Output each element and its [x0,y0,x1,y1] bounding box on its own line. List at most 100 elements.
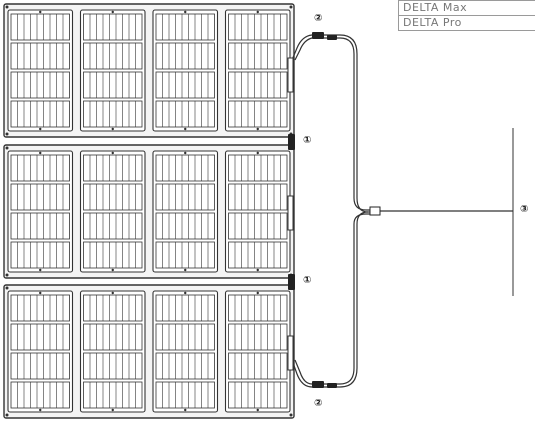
solar-panel-array [3,3,295,419]
panel-frame [3,144,295,279]
cell-band [155,212,215,240]
model-row: DELTA Max [398,0,535,16]
cell-band [228,241,288,269]
solar-module [152,290,219,413]
bottom-extension-cable-inner [291,211,369,388]
panel-frame [3,284,295,419]
panel-link-connector-1 [288,134,295,150]
cable-wiring [291,34,514,388]
frame-grommet [5,413,9,417]
grommet [39,408,42,412]
callout-output-cable: ③ [520,204,529,215]
grommet [184,291,187,295]
cell-band [10,42,70,70]
grommet [256,151,259,155]
solar-module [79,290,146,413]
callout-panel-connector-2: ① [303,275,312,286]
frame-grommet [289,413,293,417]
grommet [39,127,42,131]
cell-band [155,71,215,99]
grommet [256,408,259,412]
frame-grommet [5,132,9,136]
grommet [39,268,42,272]
cell-band [10,154,70,182]
cell-band [83,100,143,128]
solar-module [224,9,291,132]
panel-link-connector-2 [288,274,295,290]
cell-band [83,241,143,269]
cell-band [10,381,70,409]
solar-panel [3,3,295,138]
callout-extension-cable-top: ② [314,13,323,24]
cell-band [228,294,288,322]
model-name: DELTA Max [398,0,535,16]
frame-grommet [5,273,9,277]
cell-band [228,183,288,211]
compatible-models-table: DELTA Max DELTA Pro [398,0,535,31]
grommet [111,268,114,272]
cell-band [228,381,288,409]
callout-panel-connector-1: ① [303,135,312,146]
cell-band [228,352,288,380]
cell-band [228,154,288,182]
cell-band [83,294,143,322]
cell-band [10,71,70,99]
frame-grommet [5,5,9,9]
top-extension-cable [294,37,376,211]
solar-module [224,150,291,273]
grommet [111,10,114,14]
cell-band [155,241,215,269]
solar-module [79,150,146,273]
cell-band [83,212,143,240]
junction-connector [369,206,381,216]
solar-module [7,150,74,273]
cell-band [155,352,215,380]
grommet [256,10,259,14]
top-mc4-connector [312,32,324,39]
callout-extension-cable-bottom: ② [314,398,323,409]
cell-band [83,352,143,380]
cell-band [155,13,215,41]
grommet [111,408,114,412]
cell-band [155,154,215,182]
cell-band [10,13,70,41]
cell-band [83,381,143,409]
grommet [184,268,187,272]
grommet [184,127,187,131]
cell-band [228,100,288,128]
solar-module [7,9,74,132]
solar-module [152,150,219,273]
solar-module [224,290,291,413]
cell-band [10,183,70,211]
cell-band [83,13,143,41]
connectors [287,32,381,388]
frame-grommet [289,5,293,9]
top-mc4-connector-b [327,35,337,40]
solar-panel [3,284,295,419]
frame-grommet [5,146,9,150]
top-extension-cable-inner [291,34,376,213]
grommet [111,127,114,131]
cell-band [10,212,70,240]
bottom-mc4-connector [312,381,324,388]
grommet [184,408,187,412]
cell-band [155,100,215,128]
grommet [256,268,259,272]
cell-band [10,352,70,380]
cell-band [10,100,70,128]
cell-band [228,71,288,99]
cell-band [10,294,70,322]
top-junction-box [287,57,294,93]
cell-band [155,381,215,409]
cell-band [83,183,143,211]
bottom-junction-box [287,335,294,371]
grommet [184,10,187,14]
cell-band [155,42,215,70]
grommet [39,151,42,155]
grommet [39,10,42,14]
cell-band [155,294,215,322]
grommet [256,127,259,131]
grommet [256,291,259,295]
cell-band [10,323,70,351]
